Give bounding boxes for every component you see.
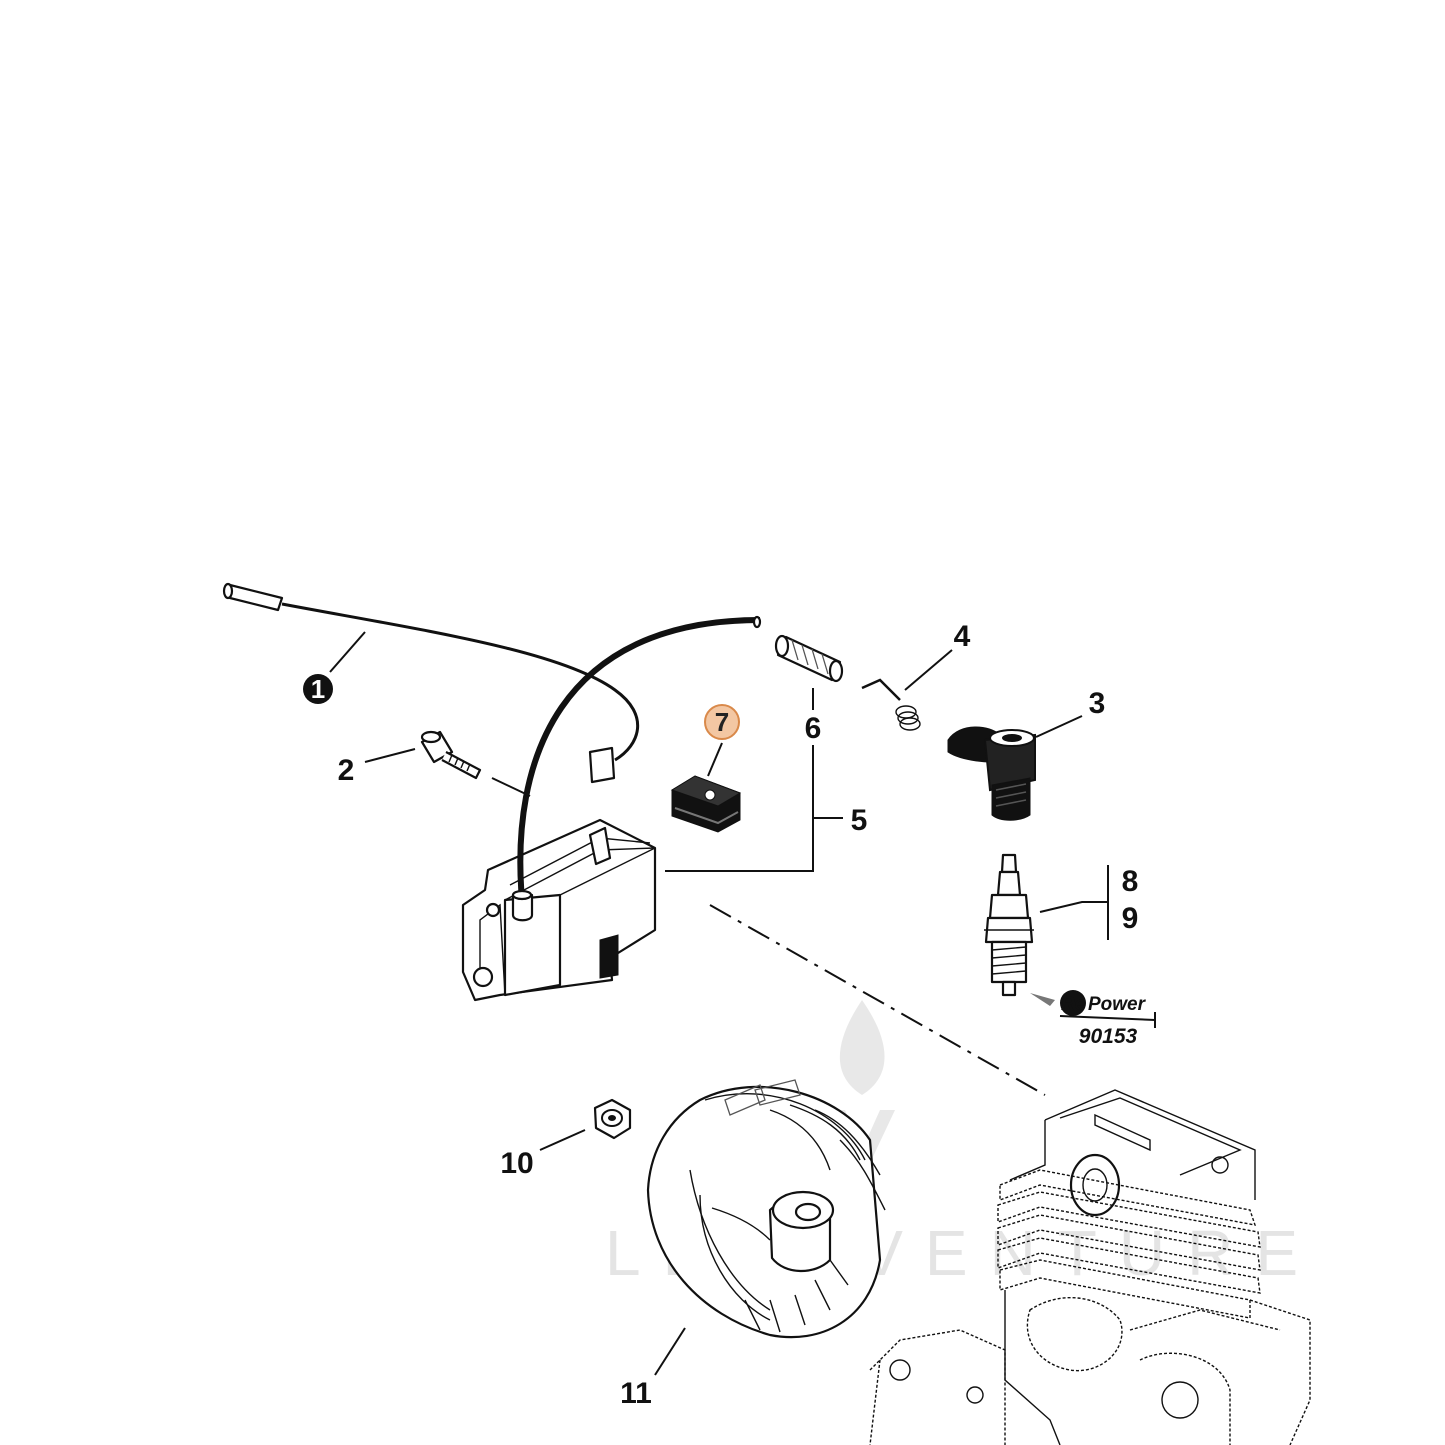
repower-code: 90153 [1079,1025,1138,1048]
part-5-ignition-coil[interactable] [461,615,762,1002]
part-4-spring[interactable] [861,678,921,731]
callout-3-label[interactable]: 3 [1089,687,1106,720]
arrow-icon [1030,993,1055,1006]
callout-10-label[interactable]: 10 [500,1147,533,1180]
part-6-sleeve[interactable] [774,634,844,683]
repower-logo-power: Power [1088,994,1147,1015]
part-1-stop-wire[interactable] [222,582,640,784]
repower-logo-re: Re [1061,994,1086,1015]
callout-1-badge [303,674,333,704]
callout-4-label[interactable]: 4 [954,620,971,653]
callout-2-label[interactable]: 2 [338,754,355,787]
repower-logo-circle [1060,990,1086,1016]
alignment-line [709,904,1046,1096]
part-7-grommet[interactable] [670,775,742,833]
callout-7-badge [704,704,740,740]
callout-9-label[interactable]: 9 [1122,902,1139,935]
repower-reference[interactable]: Re Power 90153 [1030,990,1156,1048]
callout-7-label: 7 [715,707,729,737]
callout-6-label[interactable]: 6 [805,712,822,745]
callout-11-label[interactable]: 11 [620,1377,652,1410]
part-2-screw[interactable] [420,730,482,780]
callout-8-label[interactable]: 8 [1122,865,1139,898]
repower-underline [1059,1015,1156,1021]
engine-block [869,1089,1311,1445]
callout-1-label: 1 [311,674,325,704]
leader-lines [329,631,1109,1376]
watermark-flame-icon [839,1000,885,1095]
callout-5-label[interactable]: 5 [851,804,868,837]
part-11-flywheel[interactable] [646,1079,886,1339]
part-3-plug-boot[interactable] [947,726,1036,821]
part-8-9-spark-plug[interactable] [984,853,1034,997]
part-10-nut[interactable] [593,1098,632,1140]
callout-1[interactable]: 1 [303,674,333,704]
callout-7[interactable]: 7 [704,704,740,740]
